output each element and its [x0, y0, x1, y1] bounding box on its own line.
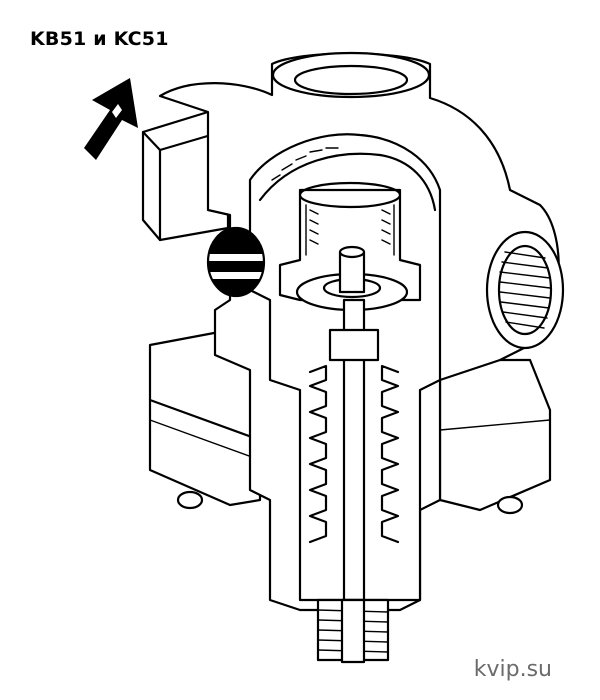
watermark: kvip.su	[473, 657, 552, 682]
sight-glass-indicator	[206, 226, 266, 298]
valve-disc	[295, 245, 409, 312]
bottom-connector	[316, 598, 390, 664]
outlet-thread	[499, 251, 551, 329]
diagram-title: KB51 и KC51	[30, 28, 169, 50]
bellows	[308, 364, 400, 544]
flow-direction-arrow-icon	[84, 78, 138, 160]
